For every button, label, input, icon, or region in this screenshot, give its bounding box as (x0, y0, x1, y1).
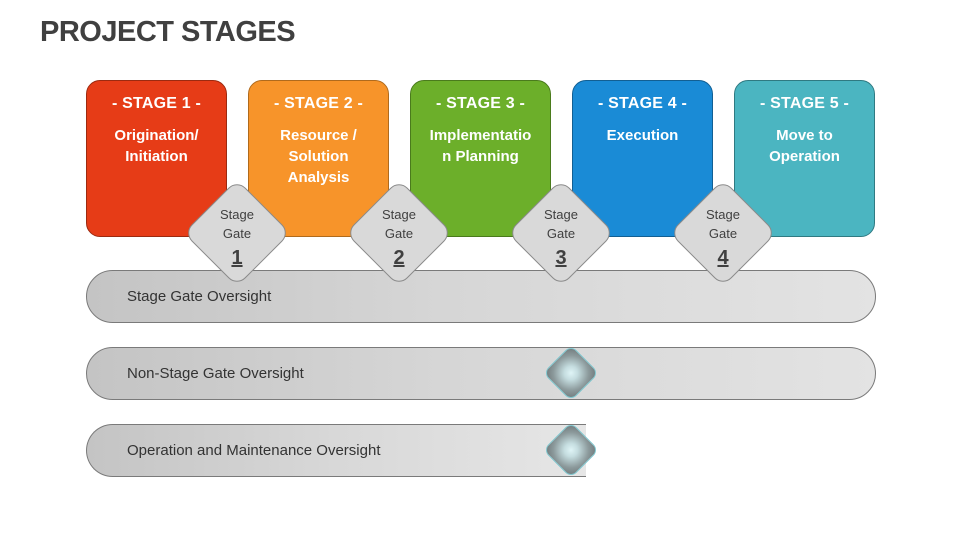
gate-text: Stage Gate 3 (507, 205, 615, 269)
stage-gate-1: Stage Gate 1 (183, 179, 291, 287)
stage-1-label: - STAGE 1 - (111, 95, 202, 112)
stage-3-name-line: Implementatio (429, 127, 532, 144)
gate-line-1: Stage (544, 207, 578, 222)
stage-4-name: Execution (579, 125, 706, 146)
stage-2-name-line: Solution (288, 148, 349, 165)
stage-2-name-line: Analysis (287, 169, 350, 186)
gate-line-2: Gate (546, 226, 576, 241)
stage-5-name-line: Move to (776, 127, 833, 144)
operation-maintenance-oversight-bar: Operation and Maintenance Oversight (86, 424, 586, 477)
stage-1-box: - STAGE 1 - Origination/ Initiation (86, 80, 227, 237)
operation-maintenance-oversight-label: Operation and Maintenance Oversight (127, 442, 381, 459)
diamond-marker-icon (542, 421, 600, 479)
page-title: PROJECT STAGES (40, 16, 296, 48)
gate-line-1: Stage (706, 207, 740, 222)
stage-4-name-line: Execution (606, 127, 679, 144)
stage-2-name-line: Resource / (280, 127, 357, 144)
stage-gate-2: Stage Gate 2 (345, 179, 453, 287)
gate-line-1: Stage (220, 207, 254, 222)
stage-3-label: - STAGE 3 - (435, 95, 526, 112)
stage-gate-oversight-label: Stage Gate Oversight (127, 288, 272, 305)
stage-5-name-line: Operation (769, 148, 840, 165)
non-stage-gate-oversight-bar: Non-Stage Gate Oversight (86, 347, 876, 400)
gate-line-1: Stage (382, 207, 416, 222)
stage-1-name: Origination/ Initiation (93, 125, 220, 167)
stage-2-label: - STAGE 2 - (273, 95, 364, 112)
stage-gate-3: Stage Gate 3 (507, 179, 615, 287)
stage-5-name: Move to Operation (741, 125, 868, 167)
gate-text: Stage Gate 1 (183, 205, 291, 269)
gate-line-2: Gate (708, 226, 738, 241)
gate-text: Stage Gate 2 (345, 205, 453, 269)
gate-number: 2 (393, 247, 405, 269)
non-stage-gate-milestone-marker (541, 343, 601, 403)
stage-1-name-line: Initiation (125, 148, 188, 165)
stage-gate-4: Stage Gate 4 (669, 179, 777, 287)
gate-number: 3 (555, 247, 567, 269)
stage-2-name: Resource / Solution Analysis (255, 125, 382, 188)
non-stage-gate-oversight-label: Non-Stage Gate Oversight (127, 365, 304, 382)
stage-5-box: - STAGE 5 - Move to Operation (734, 80, 875, 237)
operation-milestone-marker (541, 420, 601, 480)
gate-line-2: Gate (384, 226, 414, 241)
gate-line-2: Gate (222, 226, 252, 241)
stage-gate-oversight-bar: Stage Gate Oversight (86, 270, 876, 323)
diamond-marker-icon (542, 344, 600, 402)
gate-text: Stage Gate 4 (669, 205, 777, 269)
gate-number: 1 (231, 247, 243, 269)
stage-5-label: - STAGE 5 - (759, 95, 850, 112)
stage-3-name: Implementatio n Planning (417, 125, 544, 167)
gate-number: 4 (717, 247, 729, 269)
stage-4-label: - STAGE 4 - (597, 95, 688, 112)
stage-1-name-line: Origination/ (114, 127, 199, 144)
stage-3-name-line: n Planning (442, 148, 519, 165)
